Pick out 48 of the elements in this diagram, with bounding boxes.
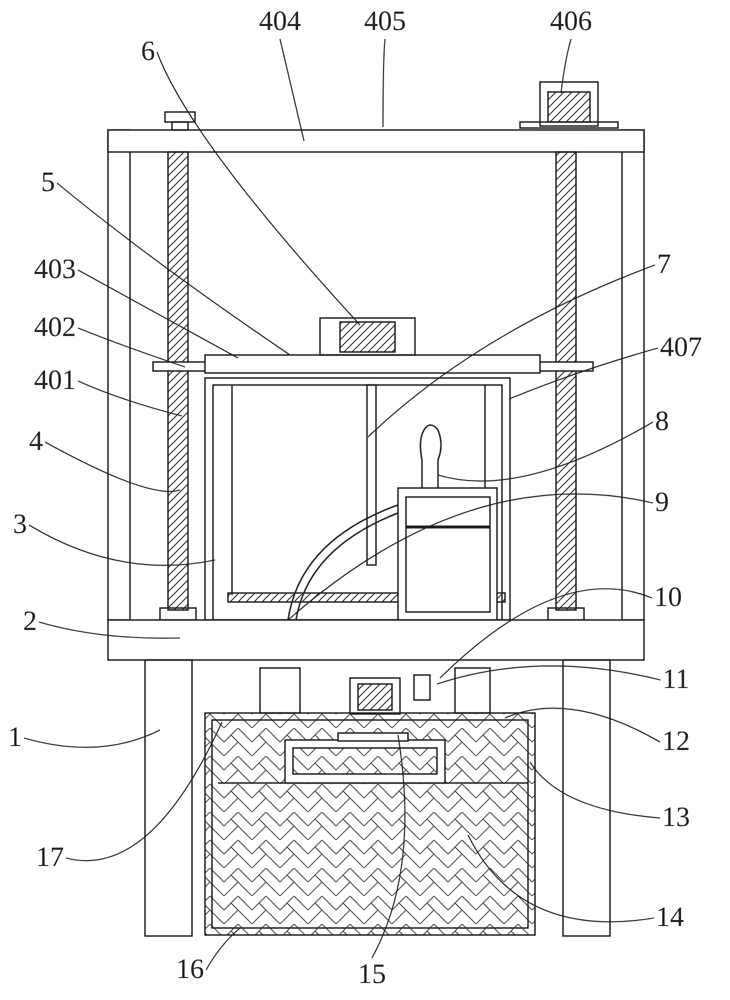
leader-line	[436, 665, 661, 685]
leader-line	[279, 38, 305, 142]
leader-line	[372, 734, 406, 958]
leader-line	[66, 722, 222, 861]
callout-number: 10	[654, 583, 682, 613]
leader-line	[78, 380, 182, 417]
leader-line	[38, 621, 180, 639]
leader-line	[382, 38, 386, 127]
leader-line	[560, 38, 572, 94]
callout-number: 403	[34, 255, 76, 285]
callout-number: 9	[655, 488, 669, 518]
leader-line	[28, 524, 216, 566]
callout-number: 406	[550, 7, 592, 37]
callout-number: 16	[176, 955, 204, 985]
leader-line	[44, 442, 180, 492]
callout-number: 4	[29, 427, 43, 457]
leader-line	[78, 270, 238, 358]
leader-line	[438, 422, 654, 482]
leader-line	[156, 52, 360, 326]
callout-number: 7	[657, 250, 671, 280]
callout-number: 405	[364, 7, 406, 37]
leader-line	[56, 182, 290, 356]
leader-line	[508, 347, 658, 400]
callout-number: 17	[36, 843, 64, 873]
leader-line	[78, 327, 186, 368]
callout-number: 404	[259, 7, 301, 37]
callout-number: 5	[41, 168, 55, 198]
callout-number: 3	[13, 510, 27, 540]
callout-number: 14	[656, 903, 684, 933]
leader-line	[504, 708, 660, 742]
callout-number: 1	[8, 723, 22, 753]
leader-line	[468, 834, 654, 922]
callout-number: 2	[23, 607, 37, 637]
callout-number: 12	[662, 727, 690, 757]
callout-number: 8	[655, 407, 669, 437]
leader-line	[288, 494, 654, 620]
leader-line	[440, 588, 652, 678]
callout-number: 401	[34, 366, 76, 396]
callout-number: 6	[141, 37, 155, 67]
callout-number: 407	[660, 333, 702, 363]
callout-number: 402	[34, 313, 76, 343]
callout-number: 15	[358, 960, 386, 990]
callout-number: 11	[662, 665, 690, 695]
leader-line	[368, 264, 656, 438]
leader-line	[24, 730, 160, 748]
callout-number: 13	[662, 803, 690, 833]
leader-line	[530, 762, 660, 819]
leader-line	[206, 928, 240, 970]
